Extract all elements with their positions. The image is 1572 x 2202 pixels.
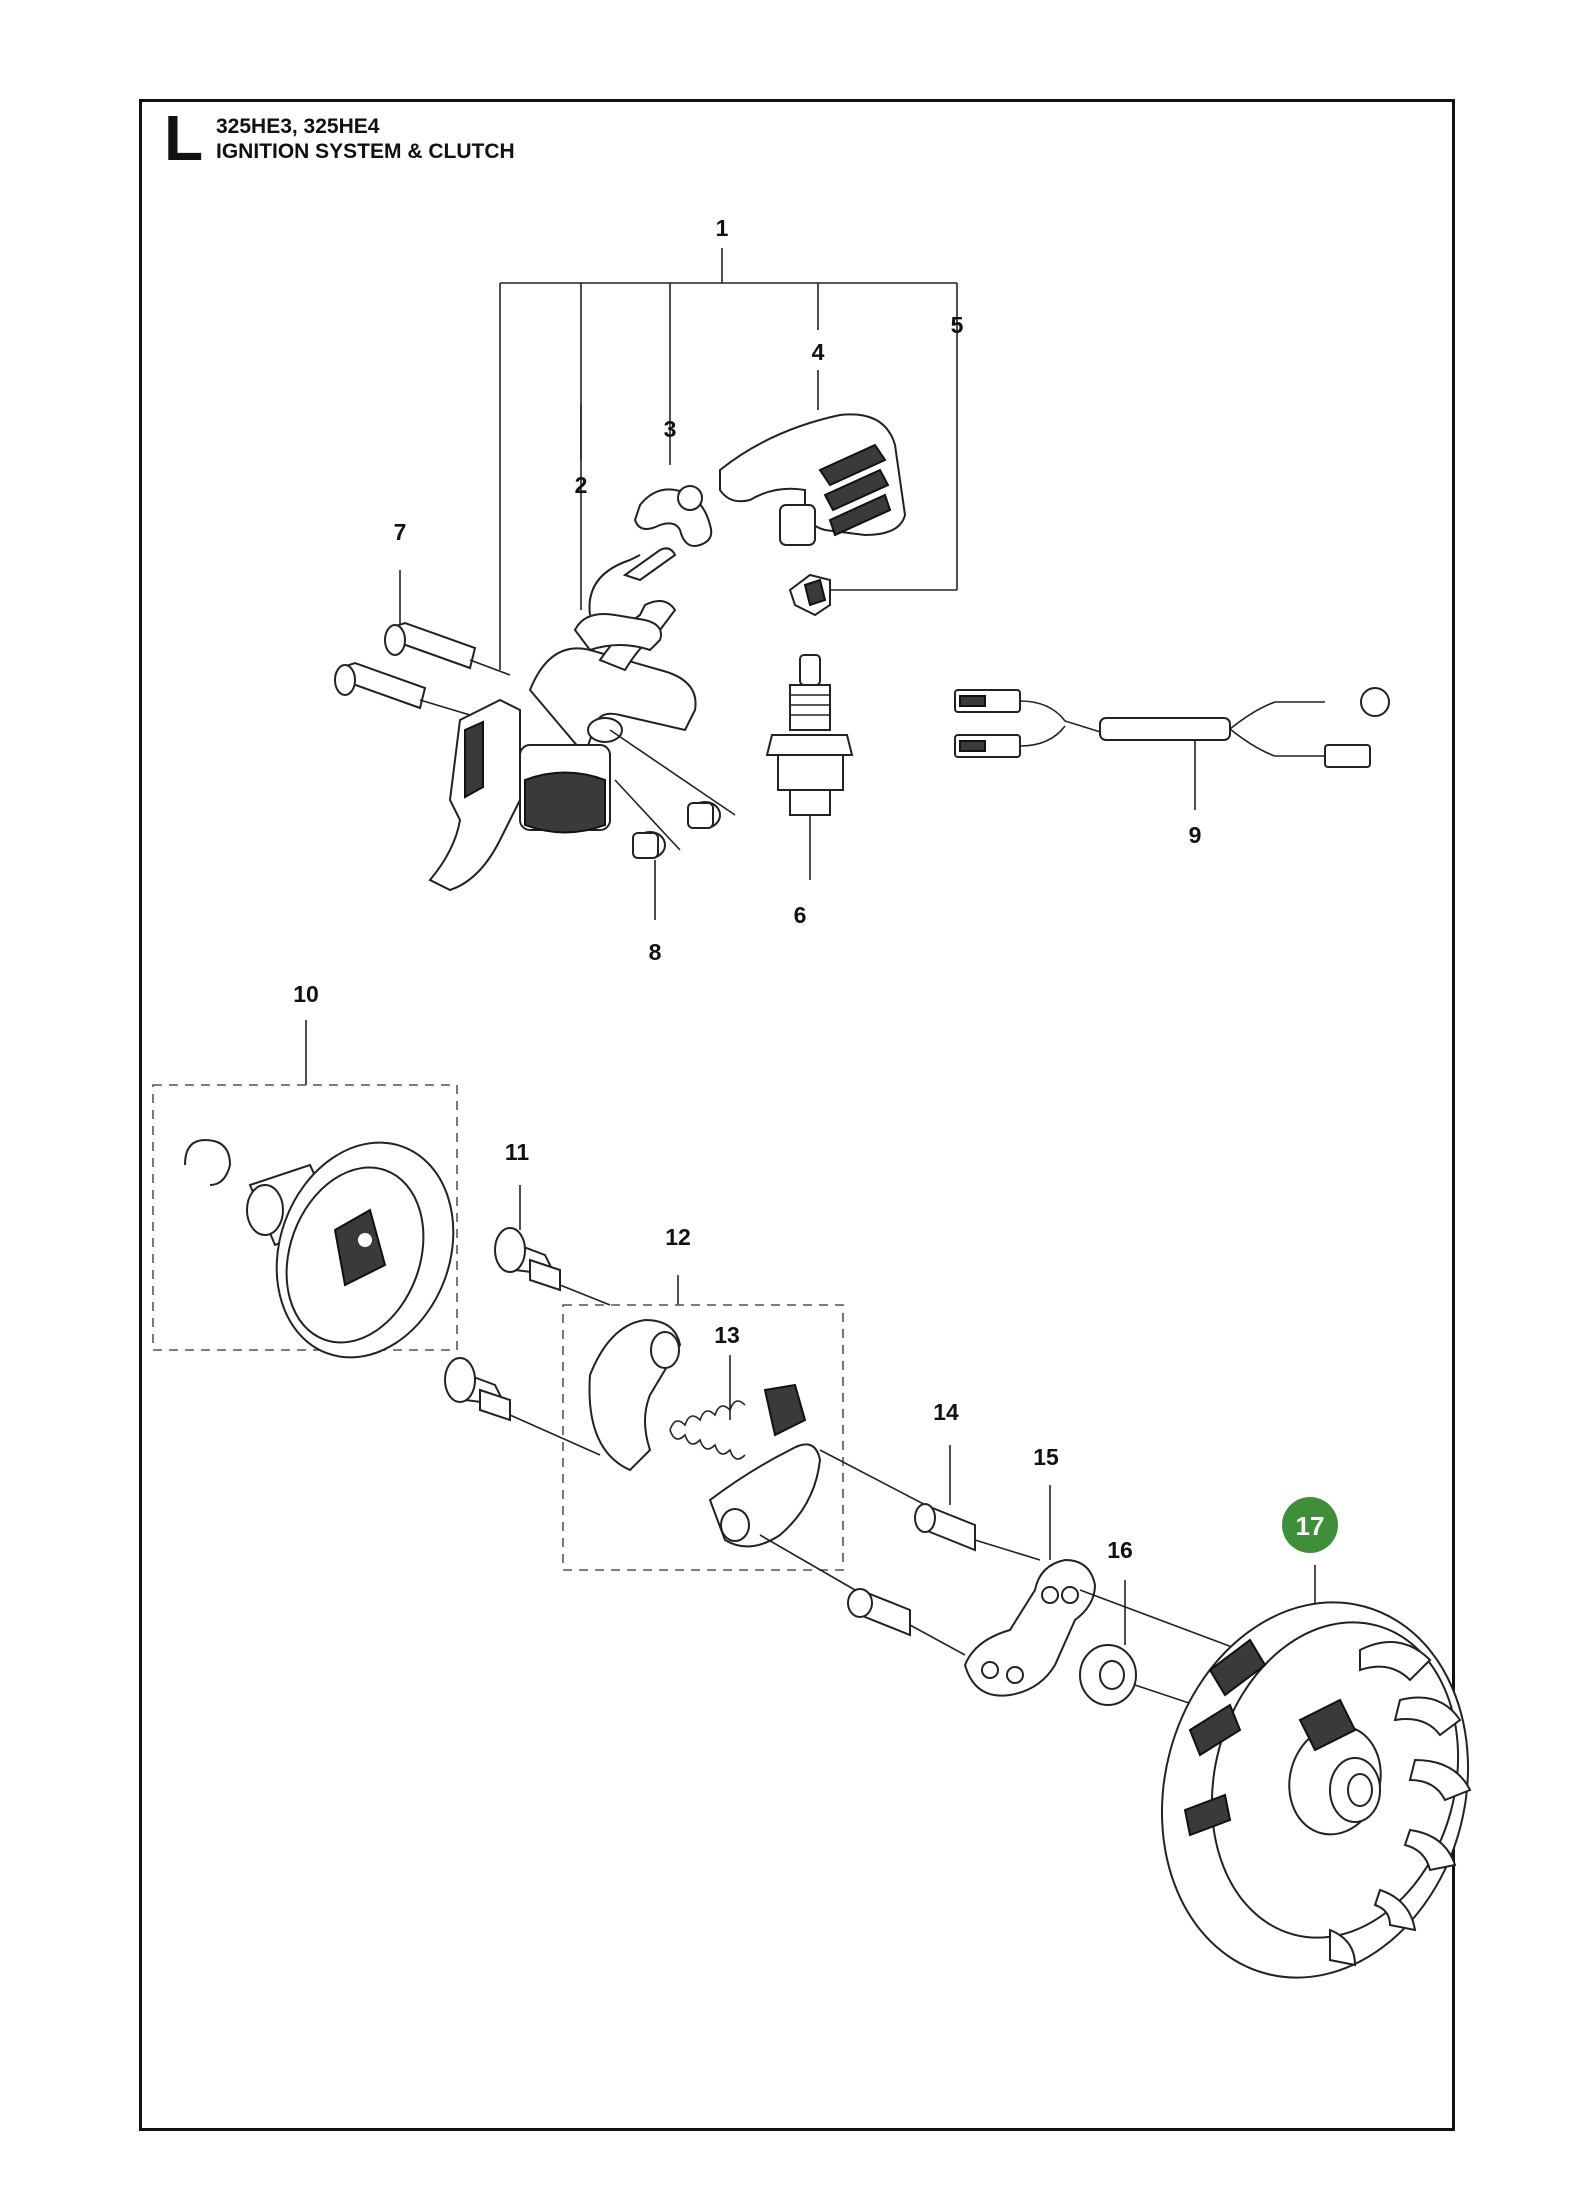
callout-13: 13 — [714, 1322, 740, 1348]
callout-12: 12 — [665, 1224, 691, 1250]
spark-plug-cap — [719, 370, 907, 546]
clutch-bolts — [444, 1185, 611, 1456]
clutch-plate — [963, 1485, 1241, 1697]
clutch-drum-group — [152, 1020, 458, 1359]
model-numbers: 325HE3, 325HE4 — [216, 115, 380, 138]
section-letter: L — [164, 102, 204, 174]
bolts — [334, 570, 511, 716]
flywheel — [1160, 1565, 1472, 1979]
page-frame — [139, 99, 1455, 2131]
callout-11: 11 — [505, 1139, 530, 1165]
clutch-shoes-group — [562, 1275, 936, 1591]
callout-1: 1 — [716, 215, 729, 241]
callout-10: 10 — [293, 981, 319, 1007]
callout-3: 3 — [664, 416, 677, 442]
callout-5: 5 — [951, 312, 964, 338]
section-title: IGNITION SYSTEM & CLUTCH — [216, 140, 515, 163]
clutch-spring — [669, 1355, 746, 1460]
callout-8: 8 — [649, 939, 662, 965]
callout-15: 15 — [1033, 1444, 1059, 1470]
callout-16: 16 — [1107, 1537, 1133, 1563]
callout-6: 6 — [794, 902, 807, 928]
callout-17-badge — [1282, 1497, 1338, 1553]
callout-labels: 1 2 3 4 5 6 7 8 9 10 11 12 13 14 15 16 1… — [293, 215, 1338, 1563]
group-1-bracket — [499, 248, 958, 670]
callout-17: 17 — [1296, 1511, 1325, 1541]
washer — [1079, 1580, 1211, 1711]
callout-2: 2 — [575, 472, 588, 498]
spark-plug — [765, 654, 854, 880]
spring-terminal — [788, 315, 958, 617]
ignition-module — [428, 405, 736, 892]
spark-tube — [633, 410, 713, 547]
callout-14: 14 — [933, 1399, 959, 1425]
callout-9: 9 — [1189, 822, 1202, 848]
callout-7: 7 — [394, 519, 407, 545]
nuts — [632, 801, 721, 920]
wire-harness — [954, 687, 1390, 810]
callout-4: 4 — [812, 339, 825, 365]
spacer-pins — [847, 1445, 1041, 1656]
